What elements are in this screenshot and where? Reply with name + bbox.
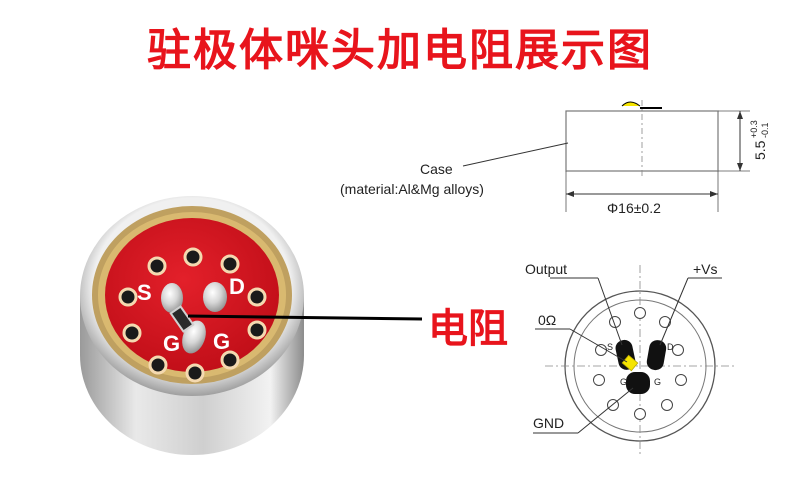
gnd-leader-line: [577, 387, 634, 434]
material-label: (material:Al&Mg alloys): [340, 181, 484, 197]
photo-label-g: G: [213, 329, 230, 354]
vs-leader-line: [659, 277, 689, 346]
bottom-hole: [672, 344, 684, 356]
pcb-hole: [183, 247, 203, 267]
pad-d: [646, 340, 667, 371]
bottom-resistor: [621, 354, 639, 372]
pcb-hole: [185, 363, 205, 383]
bottom-hole: [634, 307, 646, 319]
solder-pad-s: [161, 283, 183, 313]
bottom-hole: [675, 374, 687, 386]
photo-label-s: S: [137, 280, 152, 305]
resistor-leader-line: [569, 328, 628, 363]
pcb-hole: [247, 287, 267, 307]
bottom-hole: [659, 316, 671, 328]
output-leader-line: [597, 277, 623, 346]
pad-label-g: G: [620, 377, 627, 387]
resistor-value-label: 0Ω: [538, 312, 556, 328]
microphone-photo: S D G G: [80, 196, 304, 455]
case-label: Case: [420, 161, 453, 177]
pcb-hole: [122, 323, 142, 343]
vs-label: +Vs: [693, 261, 718, 277]
callout-line: [187, 314, 423, 321]
pcb-holes: [118, 247, 267, 383]
page-title: 驻极体咪头加电阻展示图: [147, 25, 653, 76]
pcb-hole: [147, 256, 167, 276]
pcb-hole: [118, 287, 138, 307]
svg-text:-0.1: -0.1: [760, 122, 770, 138]
case-leader-line: [462, 142, 569, 167]
bottom-hole: [593, 374, 605, 386]
bottom-hole: [595, 344, 607, 356]
pcb-hole: [220, 350, 240, 370]
solder-pad-d: [203, 282, 227, 312]
svg-text:5.5: 5.5: [752, 140, 768, 160]
bottom-hole: [634, 408, 646, 420]
pad-label-s: S: [607, 342, 613, 352]
pad-label-g: G: [654, 377, 661, 387]
bottom-view-holes: [593, 307, 687, 420]
side-view-drawing: Case (material:Al&Mg alloys) Φ16±0.2 5.5…: [340, 100, 770, 216]
gnd-label: GND: [533, 415, 564, 431]
bottom-hole: [661, 399, 673, 411]
pad-label-d: D: [667, 342, 674, 352]
pcb-hole: [247, 320, 267, 340]
diameter-label: Φ16±0.2: [607, 200, 661, 216]
resistor-chip: [169, 305, 195, 333]
pcb-hole: [148, 355, 168, 375]
height-label: 5.5 +0.3 -0.1: [749, 120, 770, 160]
resistor-callout-label: 电阻: [428, 306, 508, 352]
pcb-hole: [220, 254, 240, 274]
side-view-resistor: [621, 101, 641, 107]
photo-label-d: D: [229, 274, 245, 299]
photo-label-g: G: [163, 331, 180, 356]
output-label: Output: [525, 261, 567, 277]
bottom-view-drawing: S D G G Output +Vs 0Ω GND: [525, 261, 735, 455]
svg-text:+0.3: +0.3: [749, 120, 759, 138]
